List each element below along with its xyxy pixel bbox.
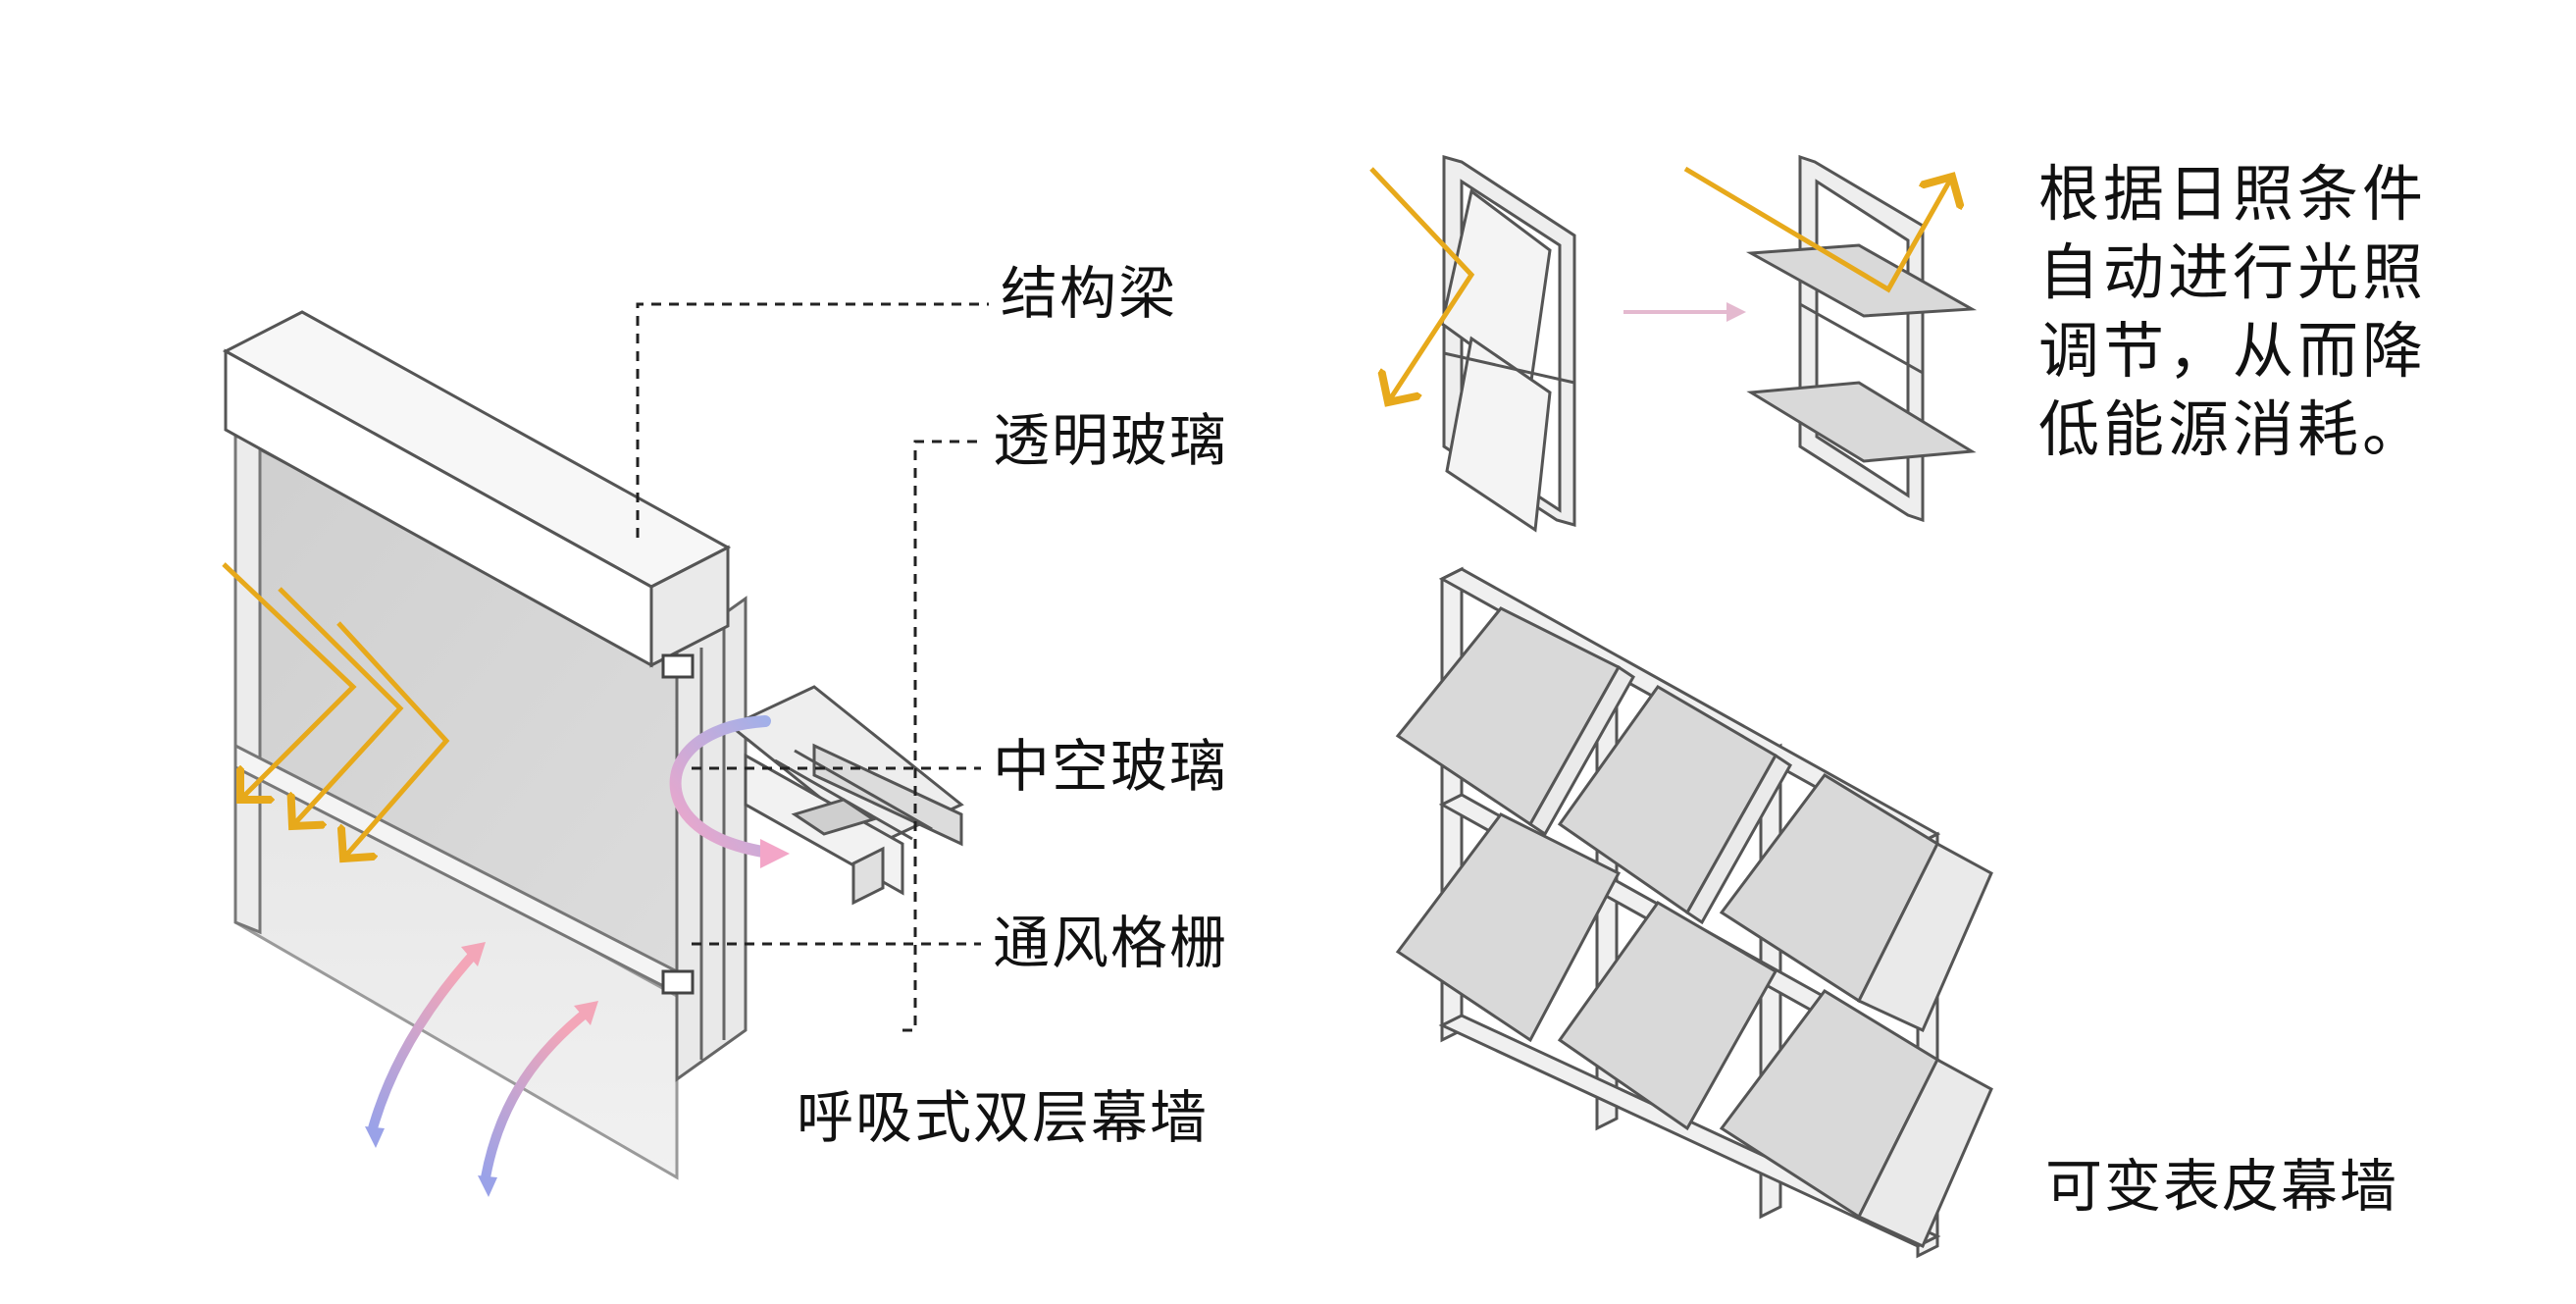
description-line: 低能源消耗。 xyxy=(2038,393,2428,465)
description-line: 根据日照条件 xyxy=(2038,158,2428,230)
leader-lines xyxy=(636,302,989,1032)
transform-arrow-icon xyxy=(1623,302,1746,322)
sun-ray-icon xyxy=(1683,166,1952,293)
label-beam: 结构梁 xyxy=(1001,260,1178,327)
label-vent-grille: 通风格栅 xyxy=(993,910,1229,976)
adaptive-skin-facade xyxy=(1395,566,1993,1259)
double-skin-facade xyxy=(222,302,989,1197)
sun-ray-icon xyxy=(222,562,450,859)
label-clear-glass: 透明玻璃 xyxy=(993,407,1229,474)
sun-ray-icon xyxy=(1369,167,1475,402)
airflow-icon xyxy=(365,942,598,1197)
panel-state-open xyxy=(1745,154,1978,523)
vent-grille-section xyxy=(728,685,964,906)
title-double-skin: 呼吸式双层幕墙 xyxy=(797,1084,1210,1151)
description-line: 调节，从而降 xyxy=(2038,315,2428,387)
description-block: 根据日照条件 自动进行光照 调节，从而降 低能源消耗。 xyxy=(2038,155,2427,469)
label-insulated-glass: 中空玻璃 xyxy=(993,733,1229,800)
description-line: 自动进行光照 xyxy=(2038,236,2428,308)
facade-mullion xyxy=(233,435,262,935)
title-adaptive-skin: 可变表皮幕墙 xyxy=(2045,1153,2399,1220)
panel-state-closed xyxy=(1440,155,1576,533)
structural-beam xyxy=(222,310,732,668)
internal-airflow-icon xyxy=(669,715,790,868)
